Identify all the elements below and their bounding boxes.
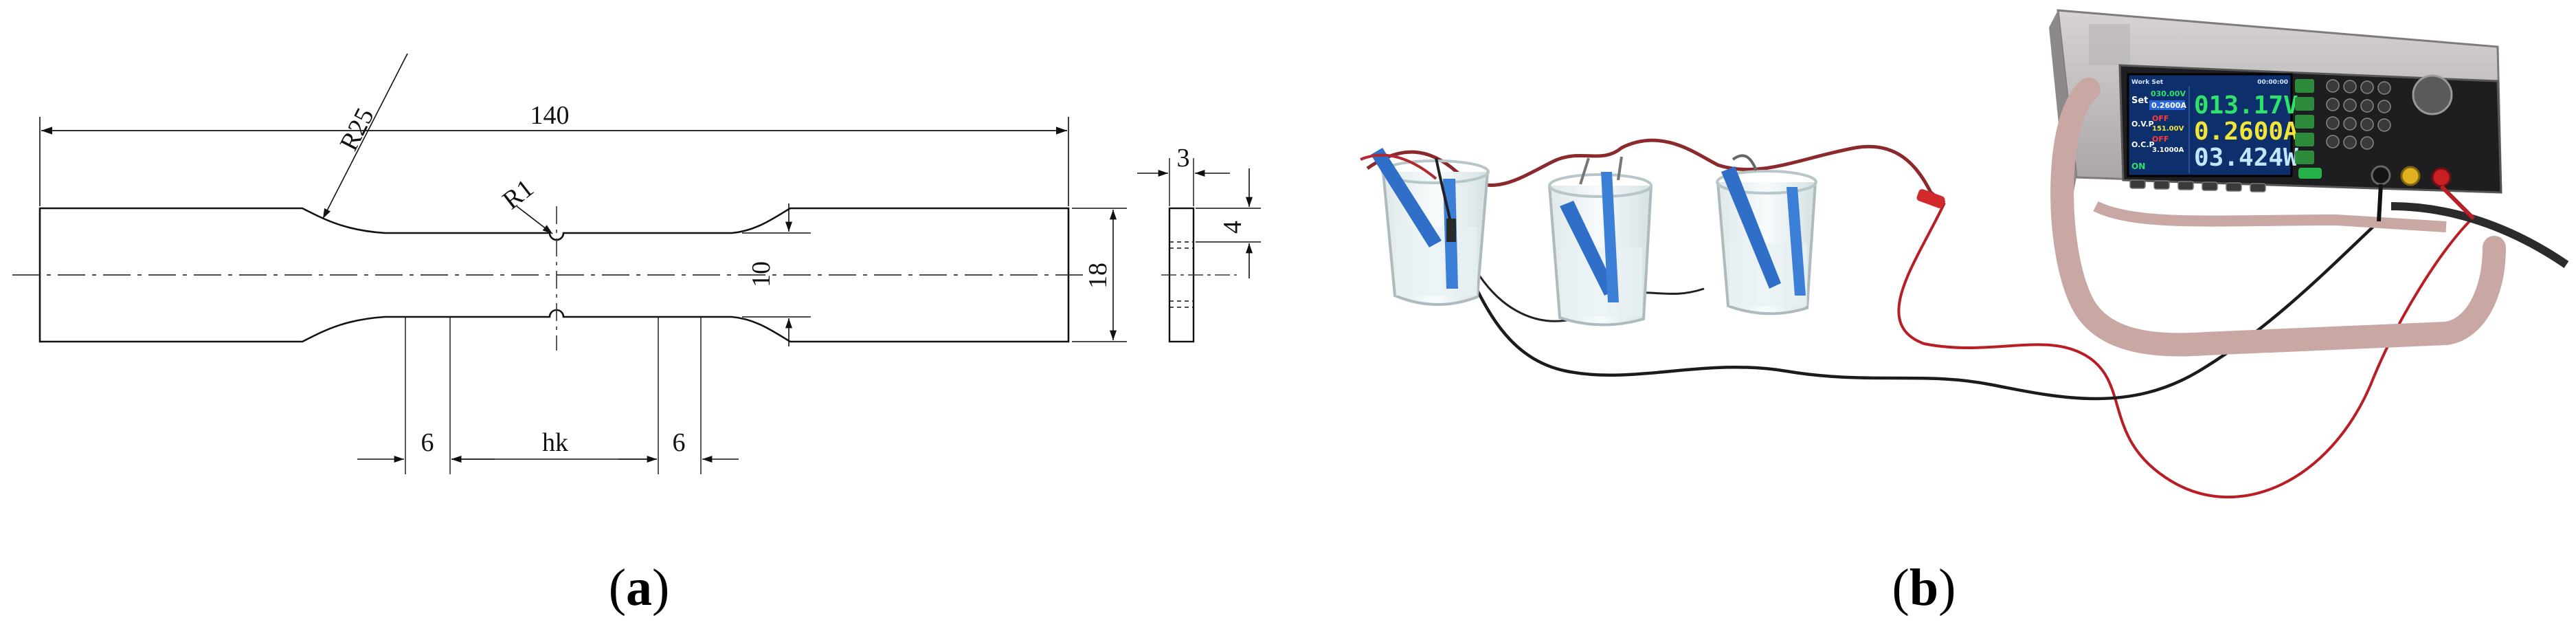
thickness-label: 3 — [1177, 144, 1190, 173]
lcd-ocp-value: OFF — [2152, 135, 2169, 144]
lcd-on-label: ON — [2131, 162, 2145, 171]
specimen-drawing-panel: 140 R25 R1 10 18 3 — [12, 53, 1261, 617]
red-wire-right — [1897, 202, 2474, 498]
beaker-2 — [1548, 156, 1653, 326]
output-button[interactable] — [2298, 168, 2322, 179]
side-height-label: 4 — [1218, 221, 1247, 234]
dc-power-supply: Work Set 00:00:00 Set 030.00V 0.2600A O.… — [2049, 9, 2506, 357]
lcd-ovp-label: O.V.P — [2131, 120, 2154, 129]
lcd-ovp-value: OFF — [2152, 114, 2169, 123]
terminal-negative[interactable] — [2371, 165, 2391, 186]
experimental-setup-photo: Work Set 00:00:00 Set 030.00V 0.2600A O.… — [1360, 9, 2569, 617]
soft-key-4[interactable] — [2295, 133, 2314, 146]
lcd-ovp-setting: 151.00V — [2152, 125, 2184, 133]
beaker-3 — [1716, 154, 1817, 316]
keypad — [2326, 79, 2391, 150]
left-offset-label: 6 — [421, 428, 434, 457]
lcd-ocp-setting: 3.1000A — [2152, 146, 2184, 154]
soft-key-1[interactable] — [2295, 79, 2314, 93]
soft-key-2[interactable] — [2295, 97, 2314, 111]
soft-key-5[interactable] — [2295, 151, 2314, 164]
function-buttons — [2129, 179, 2266, 192]
power-cable — [2390, 202, 2569, 268]
lcd-voltage-reading: 013.17V — [2194, 91, 2298, 120]
red-alligator-clip — [1916, 189, 1945, 208]
lcd-set-voltage: 030.00V — [2151, 89, 2186, 98]
lcd-set-label: Set — [2131, 96, 2148, 106]
adjust-knob[interactable] — [2412, 74, 2453, 115]
lcd-ocp-label: O.C.P — [2131, 140, 2155, 149]
terminal-ground[interactable] — [2400, 166, 2421, 186]
lcd-display — [2127, 73, 2293, 177]
lcd-header-left: Work Set — [2131, 79, 2164, 86]
large-radius-label: R25 — [335, 104, 380, 156]
caption-b: (b) — [1892, 559, 1956, 617]
lcd-power-reading: 03.424W — [2194, 144, 2298, 172]
lcd-current-reading: 0.2600A — [2194, 118, 2298, 146]
lcd-set-current: 0.2600A — [2151, 101, 2186, 110]
notch-radius-leader — [516, 206, 553, 234]
carry-handle — [2050, 78, 2506, 357]
overall-length-label: 140 — [530, 101, 570, 130]
caption-a: (a) — [609, 559, 670, 617]
soft-key-3[interactable] — [2295, 115, 2314, 129]
notch-radius-label: R1 — [497, 174, 539, 215]
right-offset-label: 6 — [673, 428, 686, 457]
gauge-length-label: hk — [542, 428, 568, 457]
beaker-1 — [1360, 148, 1490, 306]
gauge-width-label: 10 — [747, 261, 776, 287]
lcd-header-right: 00:00:00 — [2257, 79, 2288, 86]
grip-width-label: 18 — [1084, 263, 1112, 289]
terminal-positive[interactable] — [2431, 167, 2452, 188]
large-radius-leader — [322, 53, 408, 219]
specimen-outline — [38, 207, 1070, 343]
